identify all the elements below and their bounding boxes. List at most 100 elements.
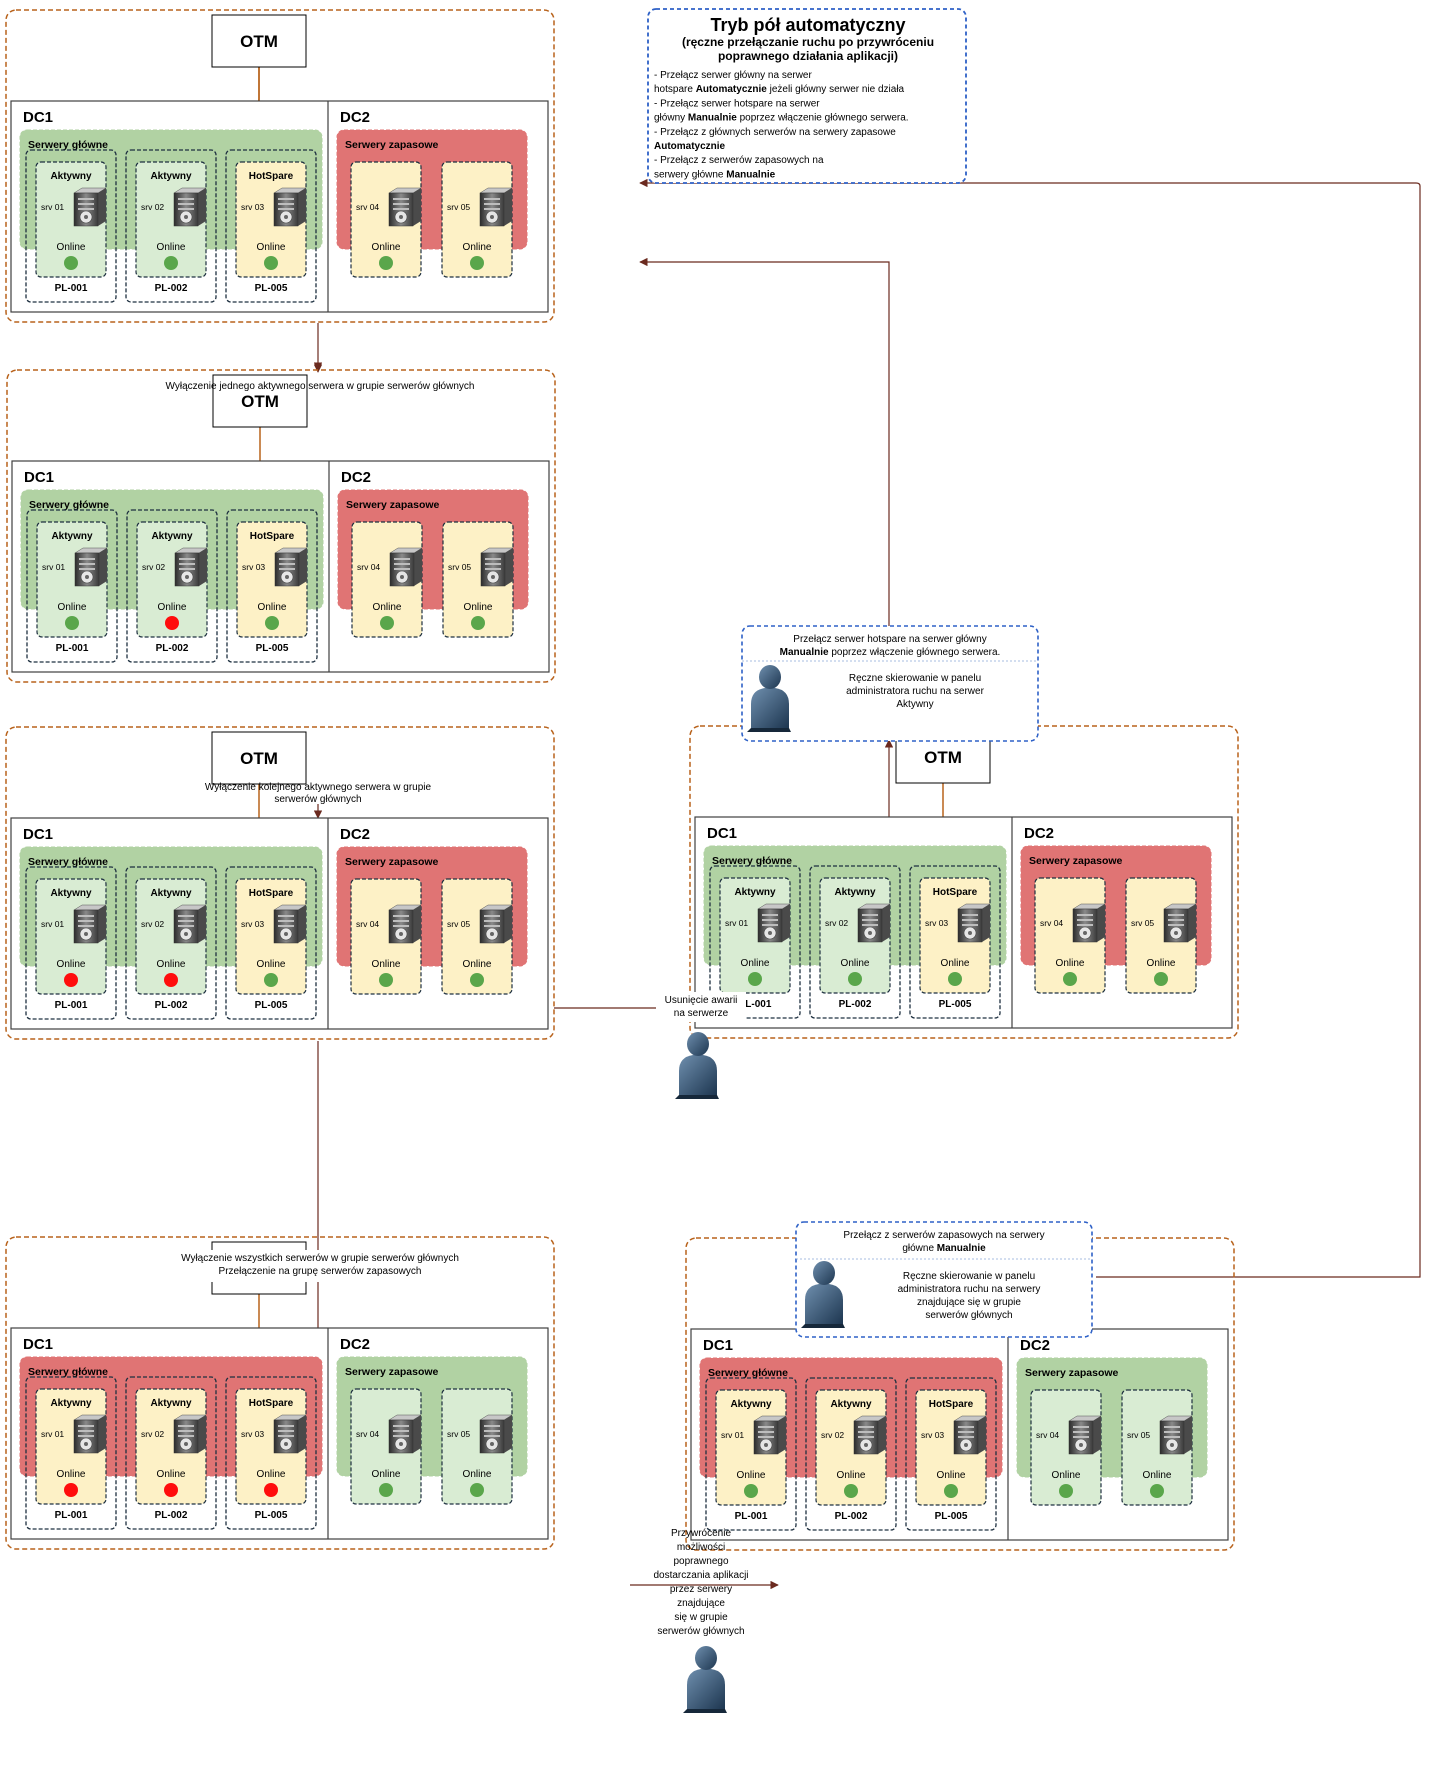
server-icon-slot <box>484 920 500 922</box>
dc1-label: DC1 <box>24 469 54 486</box>
server-icon-disk-hub <box>84 932 88 936</box>
server-icon-disk-hub <box>399 932 403 936</box>
server-role-label: Aktywny <box>830 1399 872 1410</box>
server-icon-slot <box>758 1436 774 1438</box>
pl-label: PL-002 <box>155 1000 188 1011</box>
server-role-label: HotSpare <box>933 887 978 898</box>
server-icon-slot <box>1077 924 1093 926</box>
pl-label: PL-001 <box>55 1000 88 1011</box>
pl-frame <box>805 1377 897 1531</box>
server-icon-slot <box>862 919 878 921</box>
server-icon-disk-hub <box>864 1443 868 1447</box>
server-name-label: srv 04 <box>1040 918 1063 928</box>
dc2-label: DC2 <box>1024 825 1054 842</box>
server-name-label: srv 01 <box>41 1429 64 1439</box>
pl-frame <box>25 1376 117 1530</box>
administrator-person-icon <box>747 665 791 732</box>
server-icon-slot <box>1077 919 1093 921</box>
legend-line: - Przełącz serwer hotspare na serwer <box>654 98 820 109</box>
note-frame <box>795 1221 1093 1338</box>
status-indicator <box>379 1483 393 1497</box>
server-icon-slot <box>178 920 194 922</box>
transition-1-label: Wyłączenie jednego aktywnego serwera w g… <box>166 381 475 392</box>
online-label: Online <box>1147 958 1176 969</box>
server-icon-disk-hub <box>85 575 89 579</box>
server-icon-slot <box>1164 1436 1180 1438</box>
server-name-label: srv 02 <box>821 1430 844 1440</box>
server-icon-slot <box>278 208 294 210</box>
server-icon-slot <box>78 915 94 917</box>
server-icon-disk-hub <box>284 932 288 936</box>
server-role-label: Aktywny <box>734 887 776 898</box>
server-name-label: srv 04 <box>357 562 380 572</box>
transition-5-label: się w grupie <box>674 1612 728 1623</box>
note-hotspare-manual: Przełącz serwer hotspare na serwer główn… <box>741 625 1039 742</box>
online-label: Online <box>841 958 870 969</box>
server-icon-disk-hub <box>285 575 289 579</box>
transition-3-bg <box>150 1250 490 1282</box>
server-icon-slot <box>278 925 294 927</box>
status-indicator <box>265 616 279 630</box>
transition-5-label: poprawnego <box>673 1556 728 1567</box>
server-icon-side <box>778 1416 786 1454</box>
status-indicator <box>165 616 179 630</box>
server-icon-side <box>878 1416 886 1454</box>
server-icon-side <box>504 1415 512 1453</box>
pl-frame <box>225 866 317 1020</box>
server-name-label: srv 01 <box>41 919 64 929</box>
transition-5-label: przez serwery <box>670 1584 732 1595</box>
online-label: Online <box>464 602 493 613</box>
server-icon-disk-hub <box>185 575 189 579</box>
pl-label: PL-002 <box>155 1510 188 1521</box>
server-name-label: srv 03 <box>242 562 265 572</box>
server-name-label: srv 03 <box>241 919 264 929</box>
primary-group-label: Serwery główne <box>28 856 108 868</box>
server-icon-disk-hub <box>868 931 872 935</box>
status-indicator <box>470 973 484 987</box>
online-label: Online <box>372 242 401 253</box>
server-role-label: Aktywny <box>834 887 876 898</box>
status-indicator <box>944 1484 958 1498</box>
status-indicator <box>380 616 394 630</box>
online-label: Online <box>1143 1470 1172 1481</box>
backup-group-label: Serwery zapasowe <box>346 499 440 511</box>
server-icon-slot <box>178 203 194 205</box>
online-label: Online <box>257 242 286 253</box>
server-icon-disk-hub <box>84 215 88 219</box>
server-icon-side <box>1093 1416 1101 1454</box>
scenario-frame <box>6 369 556 683</box>
pl-label: PL-001 <box>739 999 772 1010</box>
transition-3-label: Przełączenie na grupę serwerów zapasowyc… <box>219 1266 422 1277</box>
dc2-label: DC2 <box>340 1336 370 1353</box>
server-icon-slot <box>958 1426 974 1428</box>
server-icon-slot <box>485 558 501 560</box>
pl-frame <box>125 866 217 1020</box>
server-role-label: HotSpare <box>249 1398 294 1409</box>
transition-4-label: Usunięcie awarii <box>665 995 738 1006</box>
legend-subtitle: (ręczne przełączanie ruchu po przywrócen… <box>682 35 934 49</box>
server-icon-disk-hub <box>1170 1443 1174 1447</box>
server-icon-slot <box>484 198 500 200</box>
pl-label: PL-005 <box>255 283 288 294</box>
pl-frame <box>26 509 118 663</box>
server-icon-slot <box>393 915 409 917</box>
server-icon-side <box>198 905 206 943</box>
server-name-label: srv 05 <box>447 919 470 929</box>
server-icon-side <box>504 905 512 943</box>
server-icon-slot <box>485 568 501 570</box>
legend-line: główny Manualnie poprzez włączenie główn… <box>654 113 909 124</box>
server-icon-slot <box>862 914 878 916</box>
server-icon-disk-hub <box>1083 931 1087 935</box>
note-bottom-line: Ręczne skierowanie w panelu <box>849 673 981 684</box>
server-role-label: Aktywny <box>730 1399 772 1410</box>
dc1-label: DC1 <box>23 826 53 843</box>
